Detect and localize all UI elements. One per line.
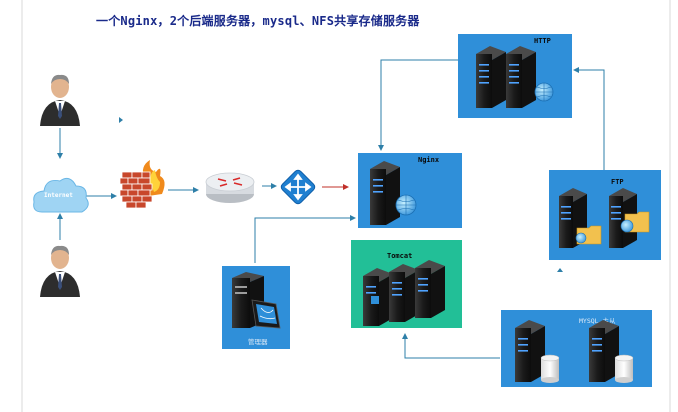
firewall-icon — [119, 160, 165, 209]
stray-arrowhead-2 — [557, 268, 563, 272]
mysql-label: MYSQL 主从 — [579, 317, 616, 325]
http-server-group: HTTP — [458, 34, 572, 118]
internet-label: Internet — [44, 192, 73, 199]
server-icon — [515, 320, 634, 383]
mysql-server-group: MYSQL 主从 — [501, 310, 652, 387]
tomcat-label: Tomcat — [387, 252, 413, 260]
admin-server: 管理器 — [222, 266, 290, 349]
user-icon — [40, 74, 80, 126]
diagram-title: 一个Nginx，2个后端服务器，mysql、NFS共享存储服务器 — [96, 14, 420, 28]
arrow-ftp-to-http — [573, 67, 605, 170]
server-icon — [363, 260, 445, 326]
database-icon — [615, 358, 633, 380]
arrow-mysql-to-tomcat — [402, 333, 500, 359]
ftp-label: FTP — [611, 178, 624, 186]
user-icon — [40, 245, 80, 297]
server-icon — [232, 272, 281, 329]
nginx-label: Nginx — [418, 156, 440, 164]
stray-arrowhead — [119, 117, 123, 123]
arrow-http-to-nginx — [378, 59, 458, 151]
router-icon — [205, 172, 255, 203]
nginx-server: Nginx — [358, 153, 462, 228]
server-icon — [370, 161, 417, 225]
ftp-server-group: FTP — [549, 170, 661, 260]
cloud-icon — [33, 177, 89, 213]
switch-icon — [280, 169, 316, 205]
admin-label: 管理器 — [248, 338, 268, 346]
database-icon — [541, 358, 559, 380]
server-icon — [476, 46, 554, 108]
arrow-admin-to-nginx — [254, 215, 356, 263]
http-label: HTTP — [534, 37, 551, 45]
tomcat-server-group: Tomcat — [351, 240, 462, 328]
server-icon — [559, 188, 650, 248]
